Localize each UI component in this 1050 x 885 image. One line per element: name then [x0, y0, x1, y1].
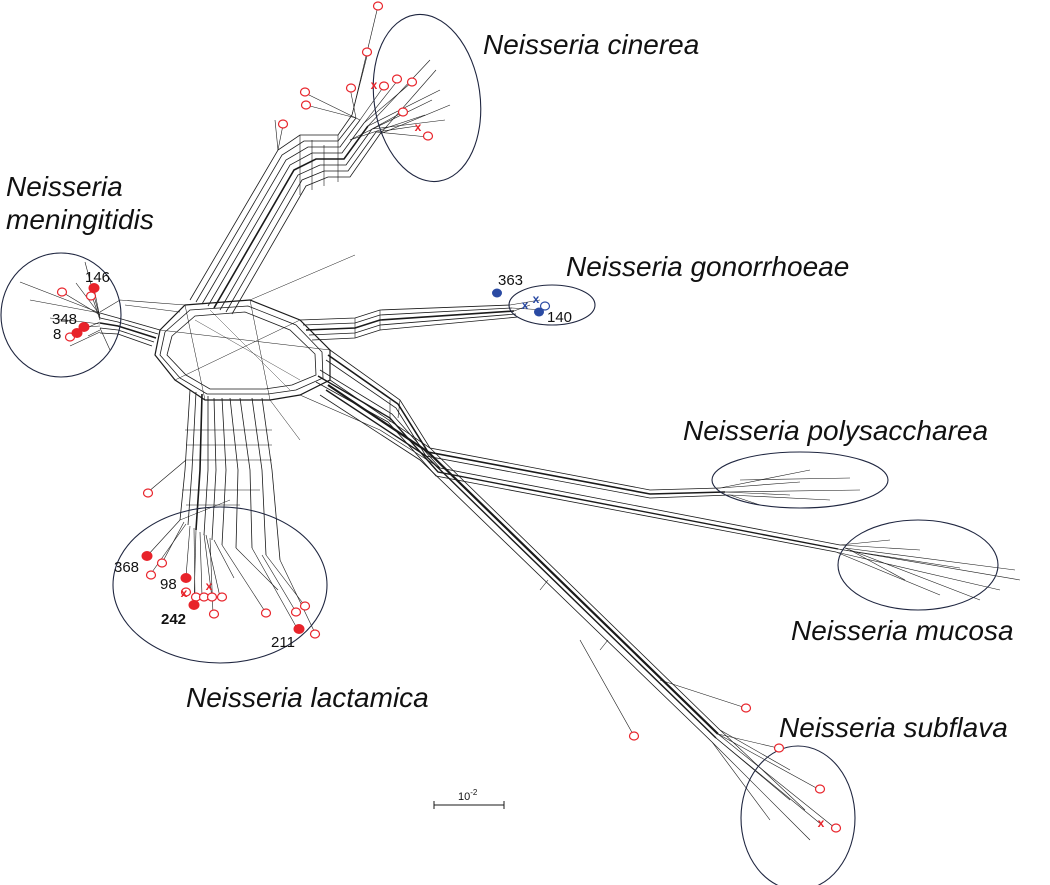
label-gonorrhoeae: Neisseria gonorrhoeae: [566, 251, 849, 282]
cross-markers: x x x x x x x: [181, 78, 825, 830]
isolate-label-348: 348: [52, 311, 77, 328]
branch-polysaccharea-mucosa: [269, 349, 841, 553]
label-cinerea: Neisseria cinerea: [483, 29, 699, 60]
cluster-ellipses: [0, 13, 999, 885]
isolate-label-140: 140: [547, 309, 572, 326]
svg-text:x: x: [371, 78, 378, 92]
scale-bar: 10-2: [433, 788, 505, 809]
svg-text:x: x: [181, 586, 188, 600]
isolate-label-368: 368: [114, 559, 139, 576]
cluster-polysaccharea-ellipse: [711, 451, 889, 509]
isolate-label-98: 98: [160, 576, 177, 593]
label-meningitidis-line1: Neisseria: [6, 171, 123, 202]
label-polysaccharea: Neisseria polysaccharea: [683, 415, 988, 446]
leaves-polysaccharea: [719, 469, 861, 506]
label-lactamica: Neisseria lactamica: [186, 682, 429, 713]
label-mucosa: Neisseria mucosa: [791, 615, 1014, 646]
scale-bar-label: 10-2: [458, 788, 478, 803]
network-core: [154, 299, 331, 401]
cluster-cinerea-ellipse: [372, 13, 482, 183]
cluster-mucosa-ellipse: [837, 519, 999, 611]
cluster-meningitidis-ellipse: [0, 252, 122, 378]
branch-cinerea: [189, 114, 381, 315]
isolate-label-211: 211: [271, 634, 295, 651]
branch-lactamica: [147, 389, 281, 561]
isolate-label-8: 8: [53, 326, 61, 343]
svg-text:x: x: [522, 298, 529, 312]
leaves-cinerea: [304, 5, 451, 141]
isolate-open-markers: [56, 1, 842, 833]
leaves-subflava: [711, 729, 836, 841]
branch-subflava: [319, 379, 747, 743]
svg-text:x: x: [415, 120, 422, 134]
svg-text:x: x: [206, 579, 213, 593]
isolate-filled-markers: [71, 283, 305, 634]
svg-text:x: x: [818, 816, 825, 830]
leaves-lactamica: [146, 519, 316, 634]
cluster-lactamica-ellipse: [112, 506, 328, 664]
isolate-label-242: 242: [161, 611, 186, 628]
leaves-mucosa: [835, 539, 1021, 601]
label-meningitidis-line2: meningitidis: [6, 204, 154, 235]
gonorrhoeae-markers: [492, 288, 551, 317]
isolate-label-146: 146: [85, 269, 110, 286]
cluster-gonorrhoeae-ellipse: [508, 284, 596, 326]
branch-gonorrhoeae: [249, 254, 519, 341]
branch-meningitidis: [99, 299, 186, 347]
isolate-label-363: 363: [498, 272, 523, 289]
svg-text:x: x: [533, 292, 540, 306]
cluster-subflava-ellipse: [740, 745, 856, 885]
label-subflava: Neisseria subflava: [779, 712, 1008, 743]
